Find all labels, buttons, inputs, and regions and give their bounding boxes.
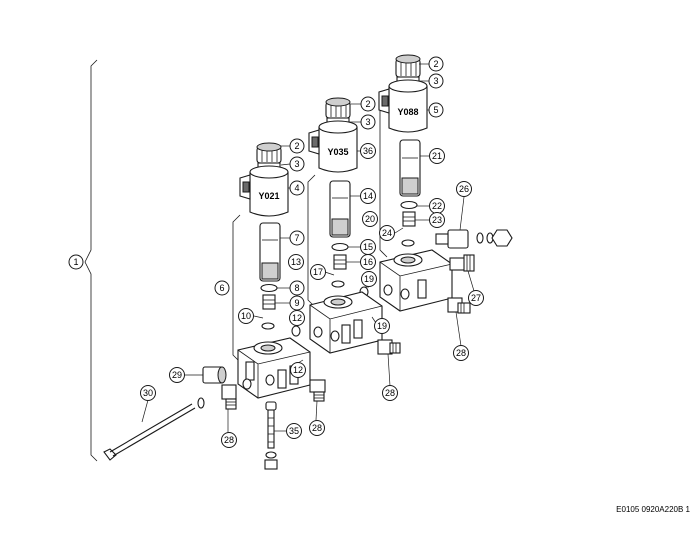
solenoid-label-y035: Y035 [327,147,348,157]
svg-text:27: 27 [471,293,481,303]
svg-text:28: 28 [385,388,395,398]
callout-2-left: 2 [289,138,305,154]
svg-text:36: 36 [363,146,373,156]
callout-3-middle: 3 [360,114,376,130]
callout-28-middle: 28 [382,385,398,401]
svg-text:13: 13 [291,257,301,267]
callout-5: 5 [428,102,444,118]
svg-text:28: 28 [456,348,466,358]
svg-text:22: 22 [432,201,442,211]
svg-text:16: 16 [363,257,373,267]
valve-y088 [378,54,513,314]
valve-y035 [308,97,401,355]
svg-text:3: 3 [433,76,438,86]
svg-text:20: 20 [365,214,375,224]
callout-3-right: 3 [428,73,444,89]
callout-35: 35 [286,423,302,439]
svg-text:2: 2 [294,141,299,151]
callout-19-upper: 19 [361,271,377,287]
svg-text:8: 8 [294,283,299,293]
drawing-reference-code: E0105 0920A220B 1 [616,505,690,514]
callout-26: 26 [456,181,472,197]
svg-text:21: 21 [432,151,442,161]
callout-27: 27 [468,290,484,306]
svg-text:29: 29 [172,370,182,380]
solenoid-label-y021: Y021 [258,191,279,201]
callout-21: 21 [429,148,445,164]
svg-text:15: 15 [363,242,373,252]
svg-text:7: 7 [294,233,299,243]
callout-6: 6 [214,280,230,296]
svg-text:12: 12 [292,313,302,323]
svg-text:10: 10 [241,311,251,321]
svg-text:2: 2 [433,59,438,69]
callout-12-lower: 12 [290,362,306,378]
callout-28-left: 28 [221,432,237,448]
callout-14: 14 [360,188,376,204]
callout-2-right: 2 [428,56,444,72]
solenoid-label-y088: Y088 [397,107,418,117]
svg-text:19: 19 [377,321,387,331]
callout-17: 17 [310,264,326,280]
svg-text:17: 17 [313,267,323,277]
svg-text:6: 6 [219,283,224,293]
svg-text:28: 28 [312,423,322,433]
svg-text:4: 4 [294,183,299,193]
svg-text:3: 3 [294,159,299,169]
callout-8: 8 [289,280,305,296]
callout-15: 15 [360,239,376,255]
valve-y021 [202,142,326,470]
callout-19-lower: 19 [374,318,390,334]
svg-text:30: 30 [143,388,153,398]
long-bolt-30 [103,397,205,461]
callout-30: 30 [140,385,156,401]
svg-text:2: 2 [365,99,370,109]
callout-24: 24 [379,225,395,241]
svg-text:24: 24 [382,228,392,238]
callout-36: 36 [360,143,376,159]
bracket-13 [307,174,316,308]
svg-text:23: 23 [432,215,442,225]
callout-10: 10 [238,308,254,324]
callout-28-right: 28 [453,345,469,361]
svg-text:3: 3 [365,117,370,127]
assembly-brace [84,59,98,462]
callout-28-left-right: 28 [309,420,325,436]
callout-2-middle: 2 [360,96,376,112]
callout-20: 20 [362,211,378,227]
svg-text:1: 1 [73,257,78,267]
callout-9: 9 [289,295,305,311]
svg-text:28: 28 [224,435,234,445]
callout-16: 16 [360,254,376,270]
callout-1: 1 [68,254,84,270]
callout-23: 23 [429,212,445,228]
callout-7: 7 [289,230,305,246]
callout-22: 22 [429,198,445,214]
bracket-6 [232,214,241,363]
leader-lines [141,63,475,432]
svg-text:26: 26 [459,184,469,194]
svg-text:35: 35 [289,426,299,436]
callout-29: 29 [169,367,185,383]
callout-13: 13 [288,254,304,270]
svg-text:14: 14 [363,191,373,201]
svg-text:5: 5 [433,105,438,115]
svg-text:9: 9 [294,298,299,308]
callout-12-upper: 12 [289,310,305,326]
svg-text:12: 12 [293,365,303,375]
callout-4: 4 [289,180,305,196]
svg-text:19: 19 [364,274,374,284]
callout-3-left: 3 [289,156,305,172]
